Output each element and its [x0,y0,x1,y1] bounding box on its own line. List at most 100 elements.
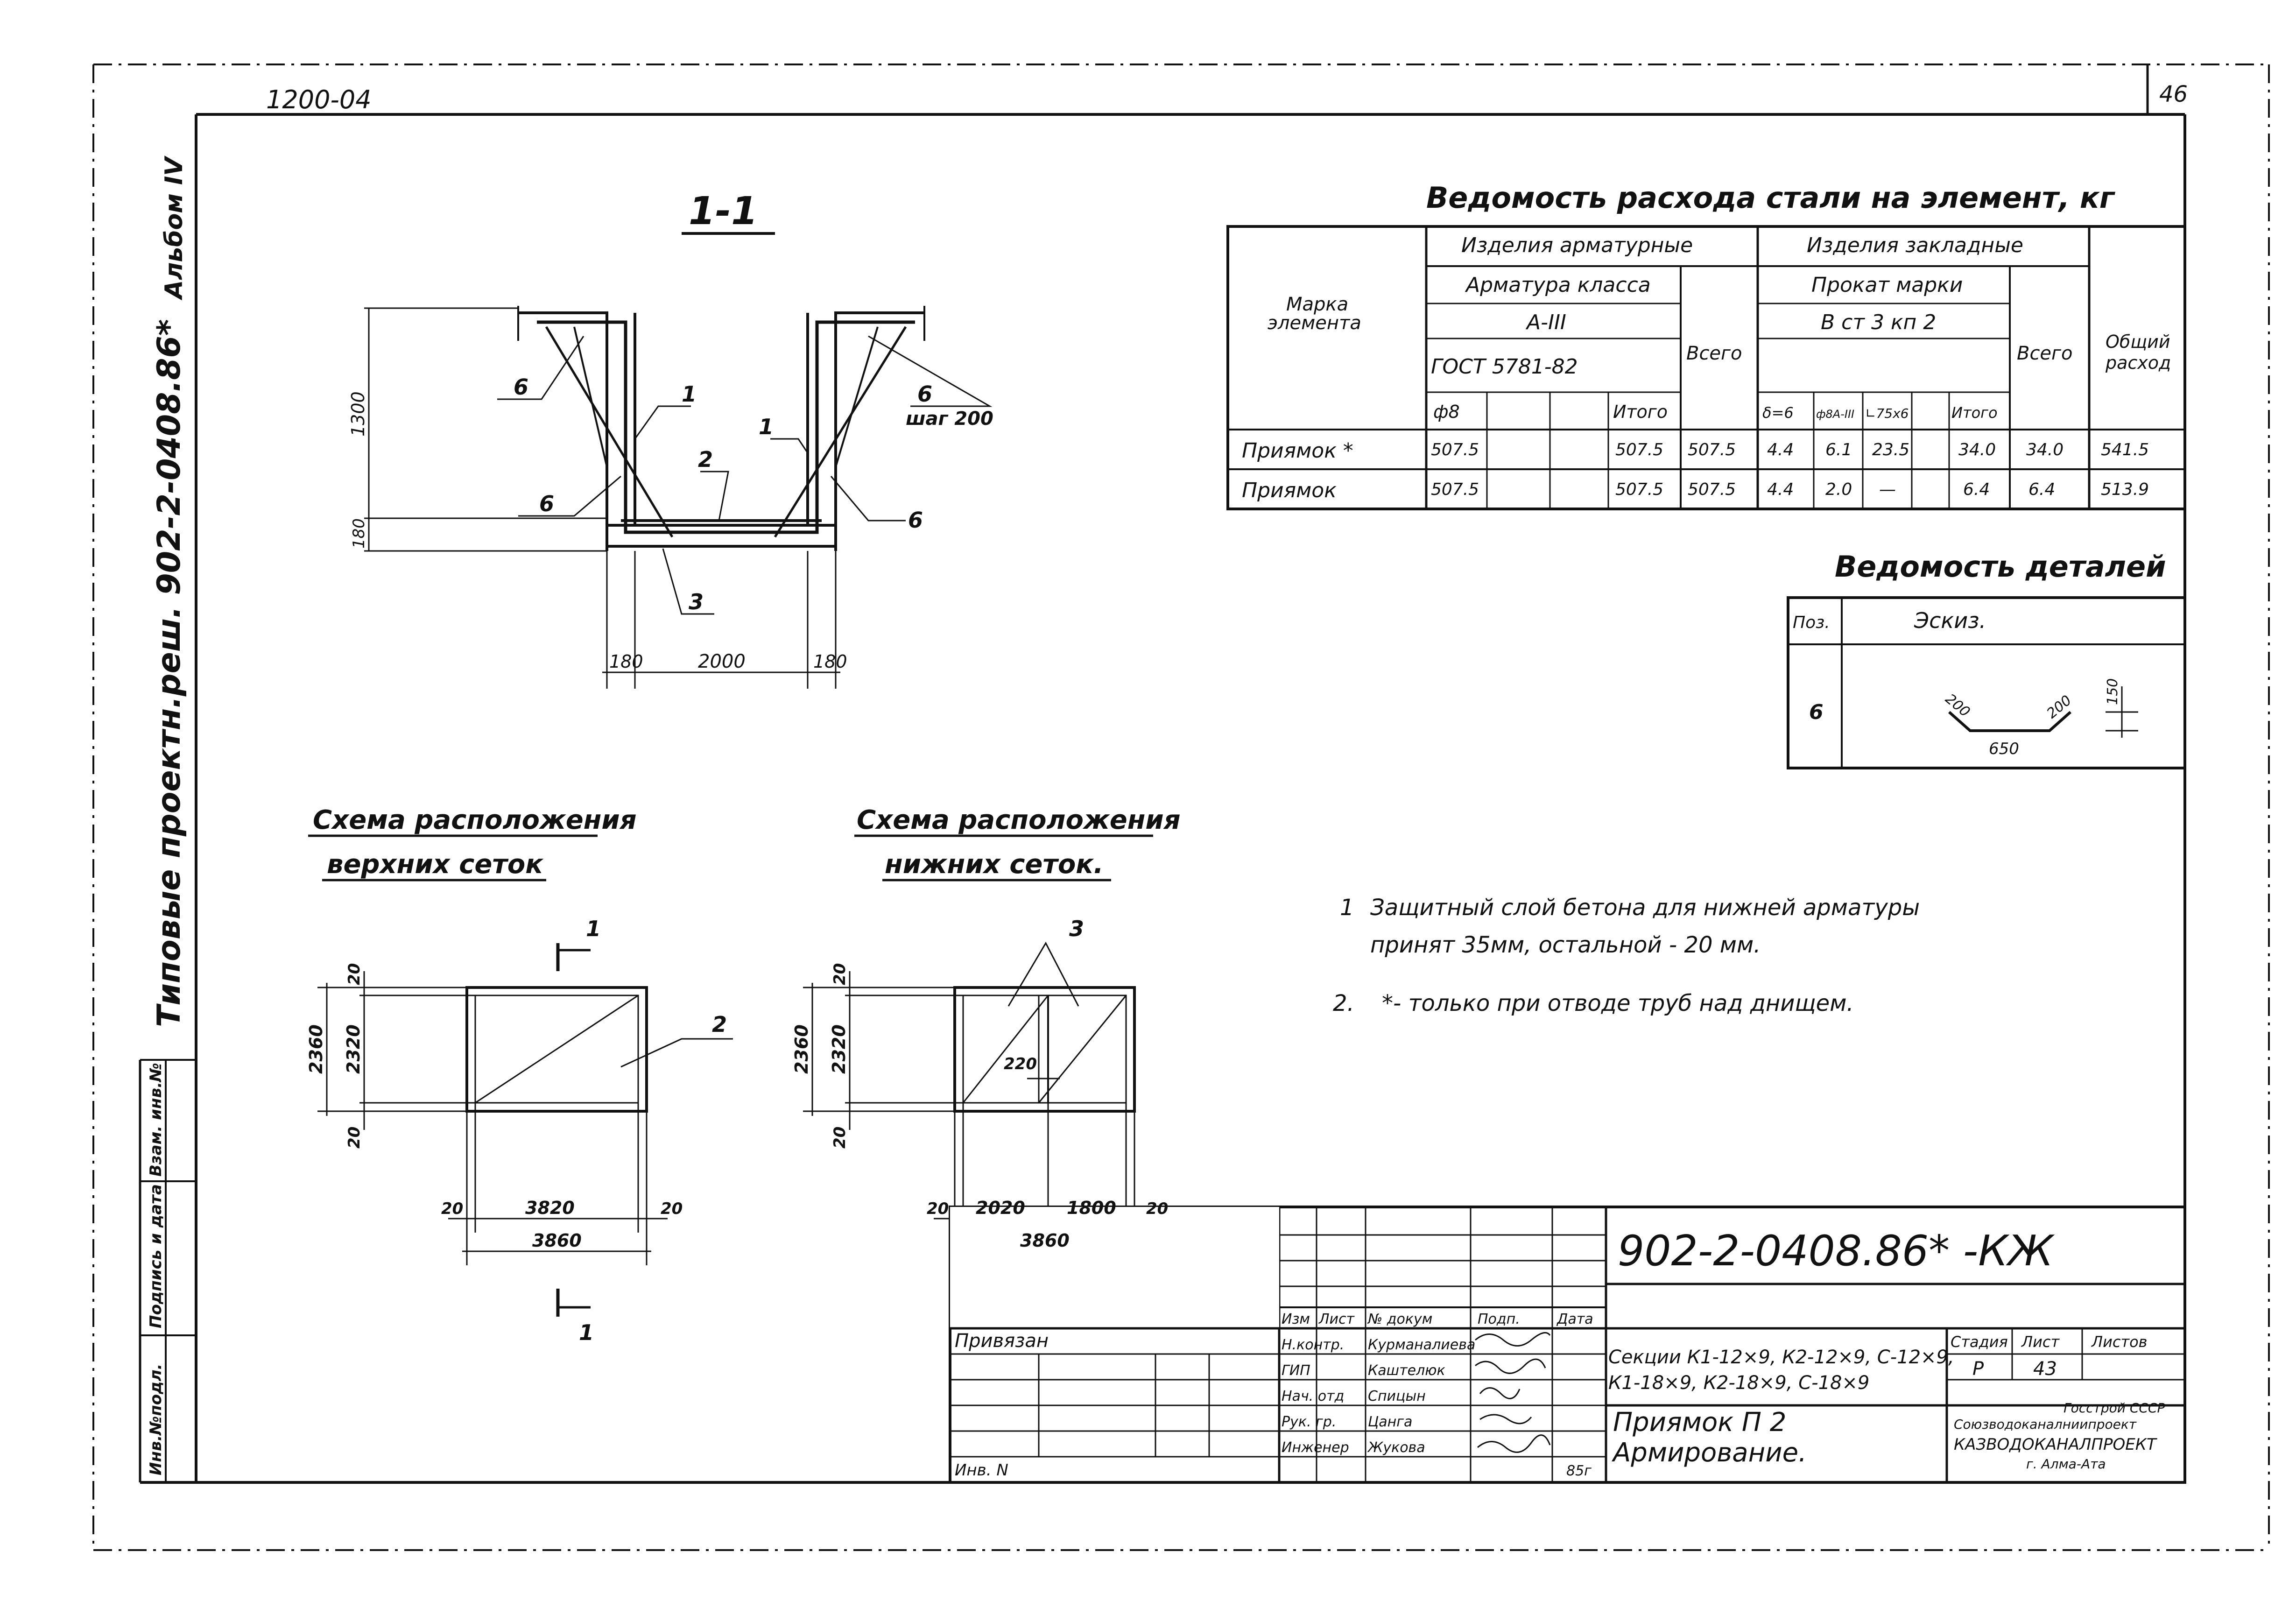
row2-vsego-2: 6.4 [2028,480,2055,499]
row1-delta: 4.4 [1767,440,1794,459]
details-dim-right: 200 [2044,692,2075,722]
section-1-1 [364,232,993,689]
trim-frame [92,63,2270,1551]
row2-angle: — [1879,480,1896,499]
hdr-sub-angle: ∟75х6 [1865,406,1909,421]
note-1-line-1: Защитный слой бетона для нижней арматуры [1370,895,1920,921]
hdr-armatura-class: Арматура класса [1465,273,1651,297]
org-line-1: Госстрой СССР [2064,1400,2165,1416]
hdr-zaklad: Изделия закладные [1807,233,2023,257]
stamp-podpis-data: Подпись и дата [147,1184,165,1328]
dim-left-wall: 180 [609,651,643,672]
row1-angle: 23.5 [1872,440,1909,459]
callout-6-right: 6 [908,508,923,533]
upper-callout-2: 2 [712,1012,727,1037]
col-izm: Изм [1282,1311,1310,1327]
lower-overlap: 220 [1004,1055,1037,1073]
callout-6-top-right: 6 [917,381,932,407]
hdr-total-1: Общий [2106,331,2170,352]
privyazan: Привязан [955,1330,1049,1352]
notes: 1 Защитный слой бетона для нижней армату… [1333,895,1920,1016]
name-2: Каштелюк [1368,1362,1445,1379]
note-1-number: 1 [1340,895,1354,921]
role-2: ГИП [1282,1362,1310,1379]
upper-title-2: верхних сеток [327,849,544,880]
date-last: 85г [1566,1463,1592,1479]
hdr-mark-1: Марка [1286,294,1348,315]
upper-dim-left: 20 [441,1199,463,1218]
lower-dim-outer-w: 3860 [1020,1230,1070,1251]
row2-f8: 507.5 [1431,480,1479,499]
row1-itogo: 507.5 [1615,440,1663,459]
lower-dim-bottom: 20 [831,1127,849,1149]
list-label: Лист [2021,1333,2060,1351]
upper-dim-right: 20 [661,1199,683,1218]
hdr-gost: ГОСТ 5781-82 [1431,355,1578,379]
details-title: Ведомость деталей [1835,550,2166,584]
upper-dim-outer-w: 3860 [532,1230,582,1251]
lower-dim-w1: 2020 [976,1198,1025,1218]
org-line-3: КАЗВОДОКАНАЛПРОЕКТ [1954,1435,2157,1454]
dim-height: 1300 [348,391,368,437]
role-5: Инженер [1282,1439,1349,1456]
name-3: Спицын [1368,1388,1426,1404]
section-title: 1-1 [689,189,758,233]
sheet-code: 1200-04 [266,85,372,114]
hdr-vst: В ст 3 кп 2 [1821,310,1936,334]
details-col-pos: Поз. [1793,613,1830,632]
steel-table-grid [1226,225,2186,510]
hdr-total-2: расход [2105,353,2171,373]
callout-6-left: 6 [539,491,554,516]
details-dim-left: 200 [1942,691,1973,720]
upper-dim-outer-h: 2360 [306,1024,326,1074]
row2-vsego: 507.5 [1688,480,1736,499]
project-line-1: Секции К1-12×9, К2-12×9, С-12×9, [1608,1347,1954,1368]
note-2-number: 2. [1333,990,1354,1016]
hdr-mark-2: элемента [1268,312,1361,334]
side-title: Типовые проектн.реш. 902-2-0408.86* [151,319,188,1027]
details-pos: 6 [1809,700,1824,724]
upper-scheme-texts: Схема расположения верхних сеток 1 1 2 2… [306,805,727,1345]
steel-table-texts: Ведомость расхода стали на элемент, кг М… [1242,181,2171,502]
role-1: Н.контр. [1282,1337,1344,1353]
org-line-2: Союзводоканалниипроект [1954,1417,2137,1432]
col-list: Лист [1318,1311,1355,1327]
col-data: Дата [1556,1311,1593,1327]
dim-bottom: 180 [350,518,368,549]
details-table-grid [1787,596,2186,769]
row1-total: 541.5 [2101,440,2149,459]
callout-1-left: 1 [682,381,697,407]
hdr-class-a3: А-III [1525,310,1566,334]
callout-6-top-left: 6 [514,374,528,400]
row1-vsego-2: 34.0 [2026,440,2064,459]
role-4: Рук. гр. [1282,1414,1336,1430]
col-dokum: № докум [1367,1311,1432,1327]
row2-itogo: 507.5 [1615,480,1663,499]
upper-cut-bottom: 1 [579,1320,594,1345]
lower-dim-top: 20 [831,963,849,985]
col-podp: Подп. [1478,1311,1520,1327]
steel-table-title: Ведомость расхода стали на элемент, кг [1426,181,2116,215]
role-3: Нач. отд [1282,1388,1344,1404]
lower-dim-w2: 1800 [1067,1198,1116,1218]
callout-2: 2 [698,447,713,472]
row2-itogo-2: 6.4 [1963,480,1990,499]
note-1-line-2: принят 35мм, остальной - 20 мм. [1370,932,1761,958]
upper-dim-inner-w: 3820 [525,1198,575,1218]
row2-mark: Приямок [1242,479,1337,502]
list-value: 43 [2033,1358,2057,1380]
callout-3: 3 [689,589,704,614]
stamp-vzam-inv: Взам. инв.№ [147,1063,165,1177]
stadia-value: Р [1972,1358,1984,1380]
upper-scheme [308,834,733,1317]
title-block-grid [949,1206,2186,1484]
sheet-texts: 1200-04 46 Типовые проектн.реш. 902-2-04… [147,81,2188,1475]
hdr-sub-f8: ф8 [1433,402,1460,422]
org-line-4: г. Алма-Ата [2026,1456,2106,1472]
upper-dim-inner-h: 2320 [343,1024,364,1074]
lower-title-2: нижних сеток. [885,849,1104,880]
hdr-vsego-2: Всего [2017,343,2073,364]
lower-scheme-texts: Схема расположения нижних сеток. 3 220 2… [791,805,1181,1251]
lower-dim-inner-h: 2320 [829,1024,849,1074]
